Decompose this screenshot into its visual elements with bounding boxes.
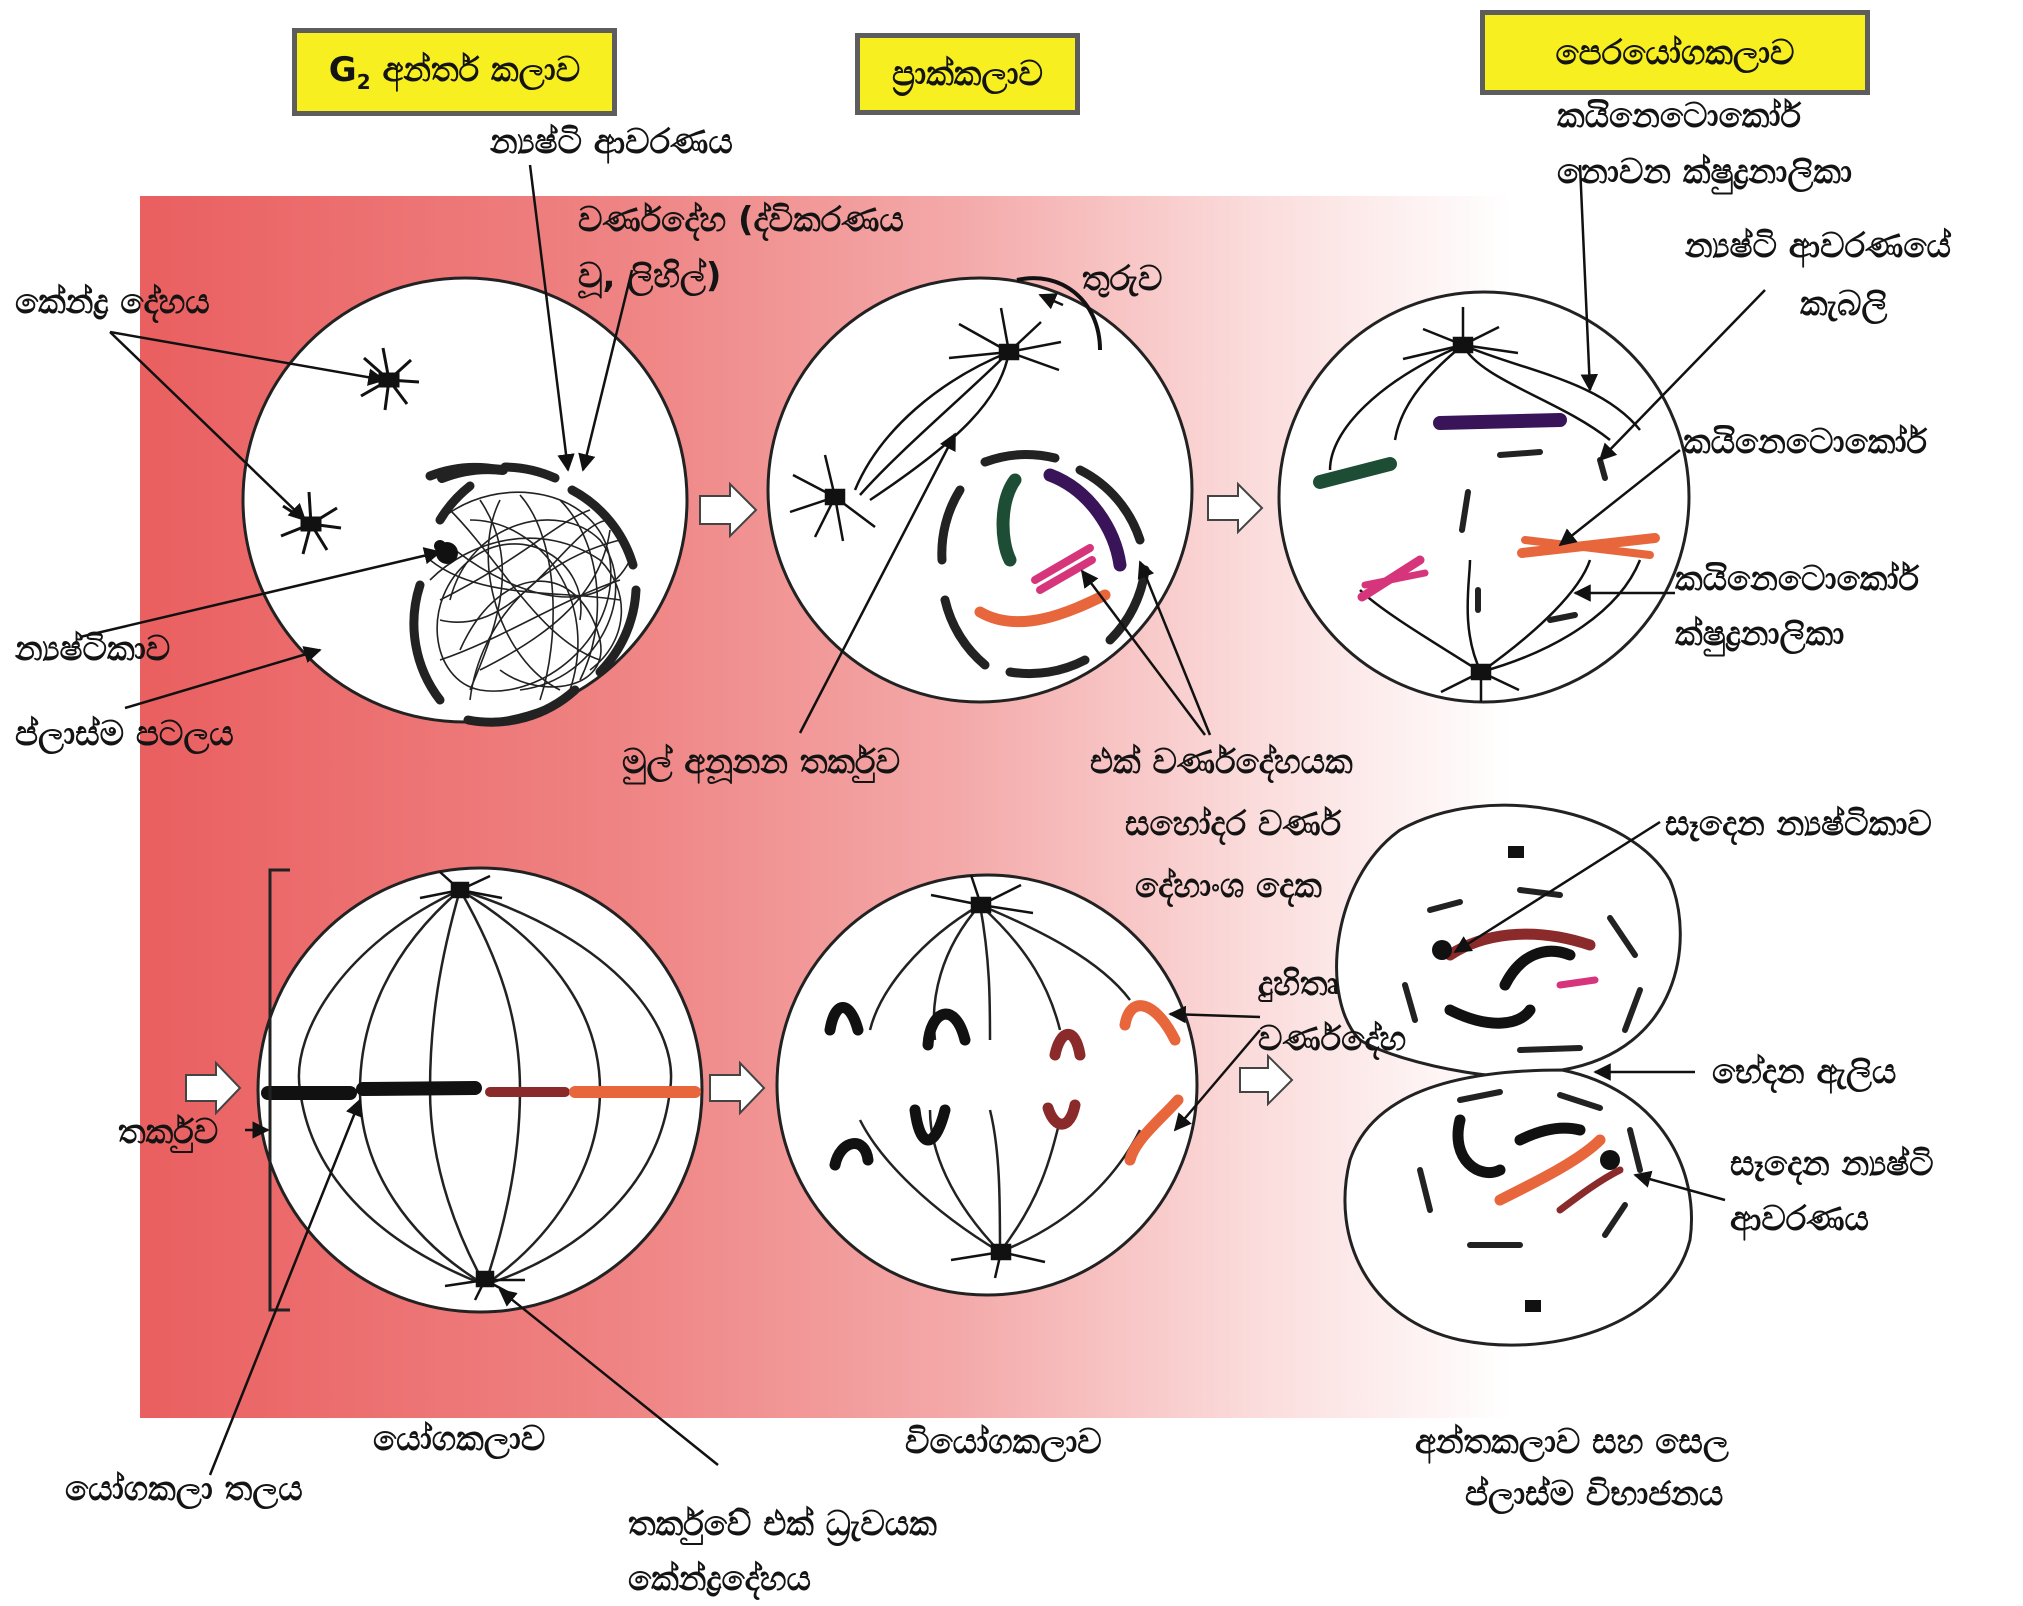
label-cleavage-furrow: භේදන ඇලිය — [1712, 1048, 1896, 1096]
arrow-prophase-to-prometaphase — [1208, 484, 1262, 532]
label-one-chromosome: එක් වර්ණදේහයක — [1090, 738, 1353, 786]
label-daughter-line1: දුහිතෘ — [1258, 960, 1339, 1008]
label-telophase-line2: ප්ලාස්ම විභාජනය — [1465, 1470, 1723, 1518]
telophase-cell — [1337, 805, 1692, 1345]
arrow-metaphase-to-anaphase — [710, 1063, 764, 1113]
daughter-cell-bottom — [1345, 1070, 1692, 1345]
g2-interphase-cell — [243, 278, 687, 722]
label-nuclear-envelope: න්‍යෂ්ටි ආවරණය — [490, 118, 733, 166]
metaphase-cell — [258, 868, 702, 1312]
label-fragments-line2: කැබලි — [1800, 280, 1887, 328]
label-kinetochore: කයිනෙටොකෝර් — [1683, 418, 1927, 466]
label-sister-line1: සහෝදර වර්ණ — [1125, 800, 1341, 848]
cell-membrane — [777, 875, 1197, 1295]
label-nonkinetochore-line2: නොවන ක්ෂුද්‍රනාලිකා — [1557, 148, 1852, 196]
label-kinetochore-mt-line1: කයිනෙටොකෝර් — [1675, 555, 1919, 603]
prometaphase-title-text: පෙරයෝගකලාව — [1556, 33, 1795, 73]
label-nucleolus: න්‍යෂ්ටිකාව — [15, 625, 170, 673]
label-chromatin-line1: වර්ණදේහ (ද්විකරණය — [578, 196, 904, 244]
prophase-cell — [768, 278, 1192, 702]
label-chromatin-line2: වූ, ලිහිල්) — [578, 252, 721, 300]
label-pole-line2: කේන්ද්‍රදේහය — [628, 1555, 811, 1603]
anaphase-cell — [777, 875, 1197, 1295]
label-metaphase: යෝගකලාව — [373, 1415, 545, 1463]
stage-title-g2: G2 අන්තර් කලාව — [292, 28, 617, 116]
label-early-spindle: මුල් අනූනන තර්කුව — [622, 738, 900, 786]
label-pole-line1: තර්කුවේ එක් ධ්‍රැවයක — [628, 1500, 937, 1548]
label-forming-envelope-line1: සෑදෙන න්‍යෂ්ටි — [1730, 1140, 1934, 1188]
arrow-anaphase-to-telophase — [1240, 1056, 1292, 1104]
label-fragments-line1: න්‍යෂ්ටි ආවරණයේ — [1685, 222, 1951, 270]
g2-title-text: G2 අන්තර් කලාව — [329, 50, 580, 94]
prophase-title-text: ප්‍රාක්කලාව — [892, 54, 1043, 94]
arrow-g2-to-prophase — [700, 484, 756, 536]
label-plasma-membrane: ප්ලාස්ම පටලය — [15, 710, 234, 758]
arrow-into-metaphase — [186, 1063, 240, 1113]
label-metaphase-plate: යෝගකලා තලය — [65, 1465, 303, 1513]
label-sister-line2: දේහාංශ දෙක — [1135, 862, 1322, 910]
label-daughter-line2: වර්ණදේහ — [1258, 1015, 1406, 1063]
stage-title-prometaphase: පෙරයෝගකලාව — [1480, 10, 1870, 95]
label-telophase-line1: අන්තකලාව සහ සෙල — [1415, 1418, 1729, 1466]
label-spindle: තර්කුව — [118, 1108, 218, 1156]
prometaphase-cell — [1279, 292, 1689, 702]
label-nonkinetochore-line1: කයිනෙටොකෝර් — [1557, 92, 1801, 140]
label-forming-envelope-line2: ආවරණය — [1730, 1195, 1869, 1243]
label-centrosome: කේන්ද්‍ර දේහය — [15, 278, 210, 326]
label-forming-nucleolus: සෑදෙන න්‍යෂ්ටිකාව — [1665, 800, 1932, 848]
label-anaphase: වියෝගකලාව — [905, 1418, 1102, 1466]
label-kinetochore-mt-line2: ක්ෂුද්‍රනාලිකා — [1675, 610, 1844, 658]
label-aster: තුරුව — [1082, 255, 1162, 303]
stage-title-prophase: ප්‍රාක්කලාව — [855, 33, 1080, 115]
